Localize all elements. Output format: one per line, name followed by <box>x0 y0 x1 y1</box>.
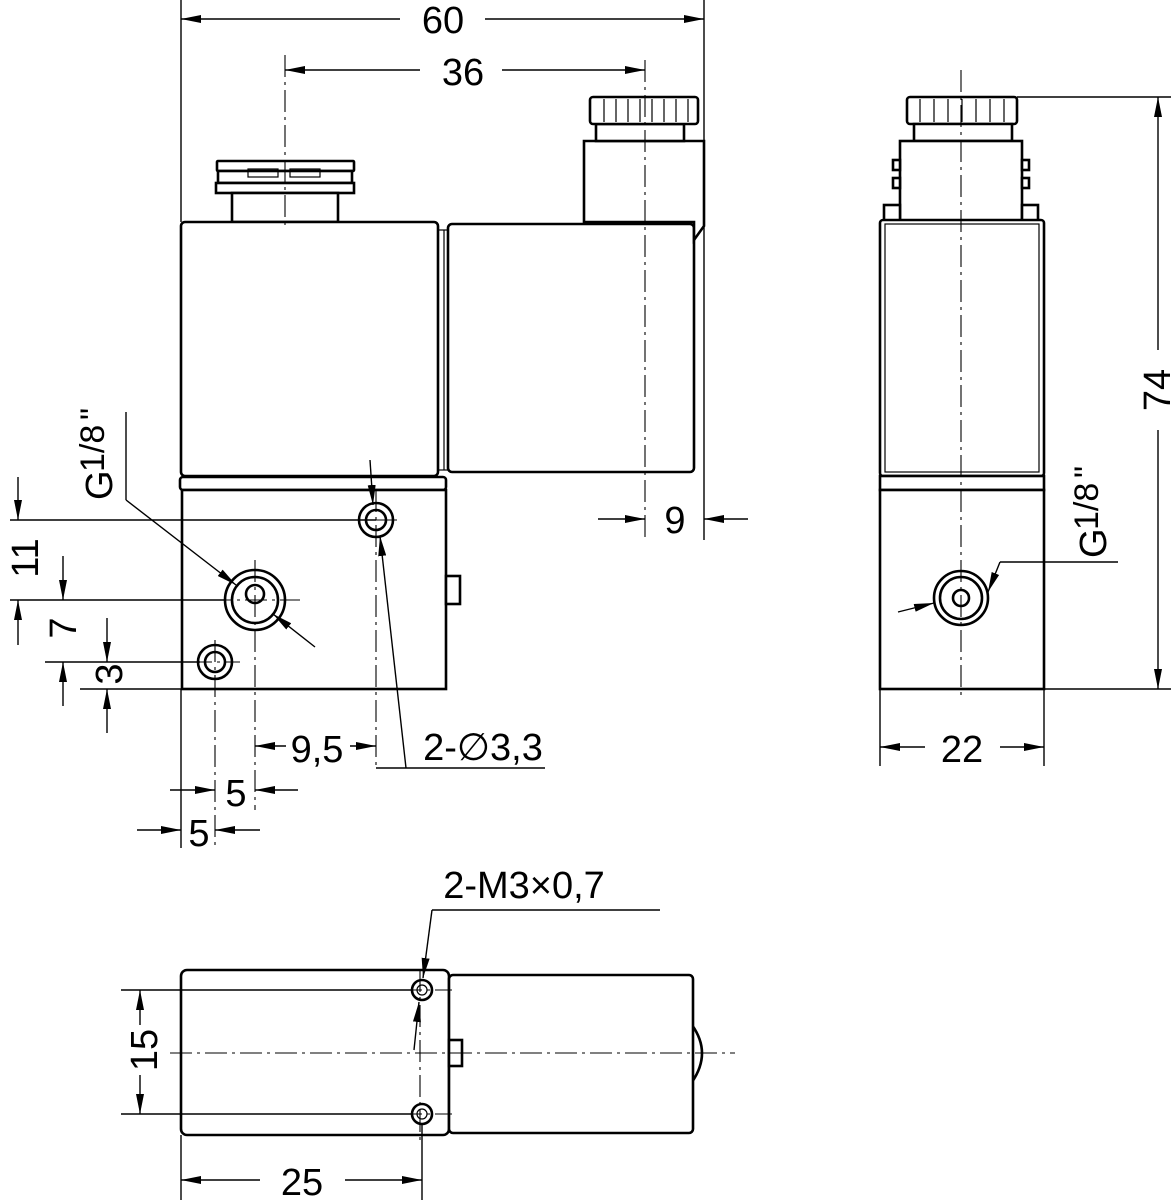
dim-11: 11 <box>5 538 47 577</box>
side-dimensions: 74 22 G 1/8 " <box>879 96 1171 771</box>
svg-text:G: G <box>79 470 121 500</box>
dim-25: 25 <box>281 1162 323 1200</box>
bottom-dimensions: 15 25 2-M3×0,7 <box>121 865 660 1200</box>
dim-15: 15 <box>124 1029 166 1071</box>
label-thread-front: G 1/8 " <box>74 408 121 500</box>
dim-22: 22 <box>941 729 983 771</box>
svg-text:": " <box>74 408 112 420</box>
label-through-holes: 2-∅3,3 <box>423 727 543 769</box>
dim-3: 3 <box>89 663 131 684</box>
dim-9: 9 <box>664 500 685 542</box>
dim-7: 7 <box>43 617 85 638</box>
dim-5-upper: 5 <box>225 773 246 815</box>
svg-text:1/8: 1/8 <box>74 425 112 472</box>
dim-60: 60 <box>422 0 464 42</box>
dim-74: 74 <box>1137 369 1171 411</box>
svg-text:G: G <box>1073 528 1115 558</box>
label-thread-side: G 1/8 " <box>1068 466 1115 558</box>
front-left-coil <box>179 220 440 478</box>
bottom-view <box>170 968 735 1140</box>
dim-9-5: 9,5 <box>291 729 344 771</box>
svg-text:": " <box>1068 466 1106 478</box>
front-view <box>178 55 706 848</box>
svg-text:1/8: 1/8 <box>1068 483 1106 530</box>
dim-36: 36 <box>442 52 484 94</box>
dim-5-lower: 5 <box>188 813 209 855</box>
front-valve-plate <box>178 475 448 492</box>
front-right-connector <box>582 95 706 245</box>
side-view <box>878 70 1046 700</box>
front-dimensions: 60 36 9 11 7 3 9,5 5 5 <box>5 0 748 855</box>
label-mount-threads: 2-M3×0,7 <box>443 865 605 907</box>
front-right-coil <box>446 222 696 474</box>
